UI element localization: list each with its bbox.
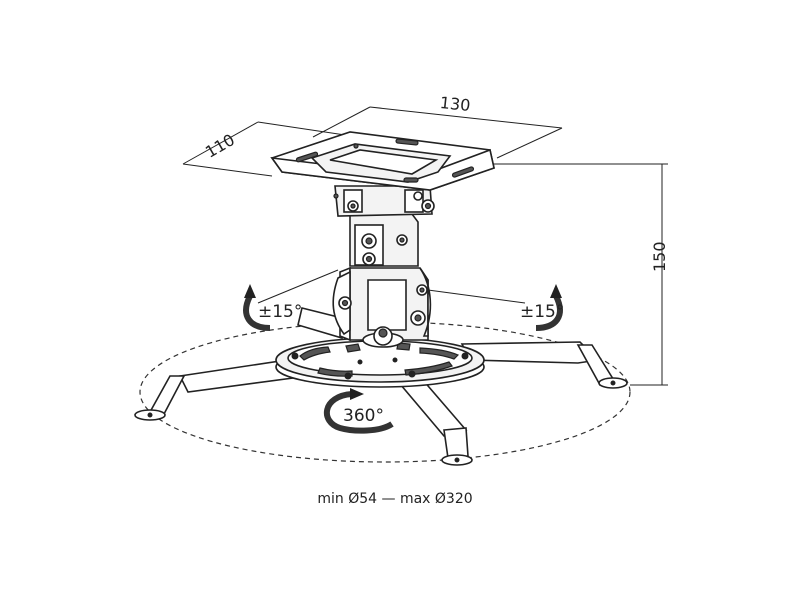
upper-swivel (333, 185, 435, 217)
dimension-depth-label: 110 (202, 130, 238, 162)
tilt-joint (332, 266, 432, 348)
tilt-left-label: ±15° (258, 302, 302, 322)
reach-ellipse (139, 321, 631, 463)
rotation-arrow-icon-left-tilt (243, 284, 271, 331)
dimension-height-label: 150 (650, 241, 669, 272)
dimension-lines (182, 106, 668, 386)
mount-legs (134, 307, 628, 466)
diameter-caption: min Ø54 — max Ø320 (317, 491, 472, 507)
swivel-label: 360° (343, 406, 384, 426)
rotation-arrow-icon-swivel (323, 388, 394, 434)
dimension-width-label: 130 (439, 93, 471, 115)
base-plate (275, 337, 485, 388)
tilt-right-label: ±15° (520, 302, 564, 322)
rotation-arrow-icon-right-tilt (535, 284, 563, 331)
ceiling-plate (270, 131, 495, 191)
